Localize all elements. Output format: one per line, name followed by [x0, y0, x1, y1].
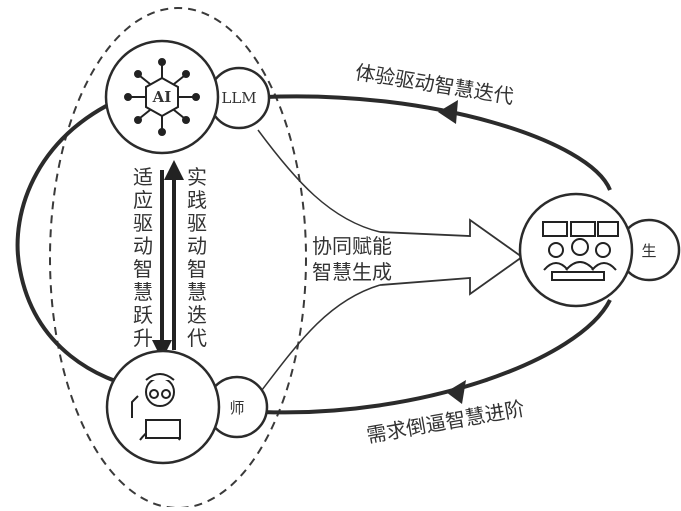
right-up-label: 实践驱动智慧迭代: [187, 165, 207, 350]
student-tag: 生: [641, 242, 656, 260]
center-curve-lower: [261, 284, 381, 391]
top-arc-arrowhead: [438, 100, 458, 124]
student-node: 生: [518, 192, 681, 308]
ai-chip-label: AI: [152, 88, 172, 106]
outer-loop-left: [15, 93, 141, 390]
bottom-arc: [261, 299, 612, 415]
llm-node: AI LLM: [104, 39, 271, 155]
left-down-label: 适应驱动智慧跃升: [133, 165, 153, 350]
bottom-arc-arrowhead: [446, 380, 466, 404]
center-label-line2: 智慧生成: [312, 260, 392, 284]
top-arc: [264, 94, 612, 191]
students-classroom-icon: [542, 221, 619, 281]
ai-chip-icon: [124, 58, 200, 136]
teacher-tag: 师: [229, 399, 244, 417]
center-hollow-arrow: [379, 218, 524, 296]
llm-tag: LLM: [221, 89, 256, 107]
teacher-reading-icon: [131, 373, 181, 441]
dashed-ellipse: [49, 7, 307, 509]
center-curve-upper: [257, 129, 381, 233]
center-label-line1: 协同赋能: [312, 234, 392, 258]
teacher-node: 师: [105, 349, 269, 465]
